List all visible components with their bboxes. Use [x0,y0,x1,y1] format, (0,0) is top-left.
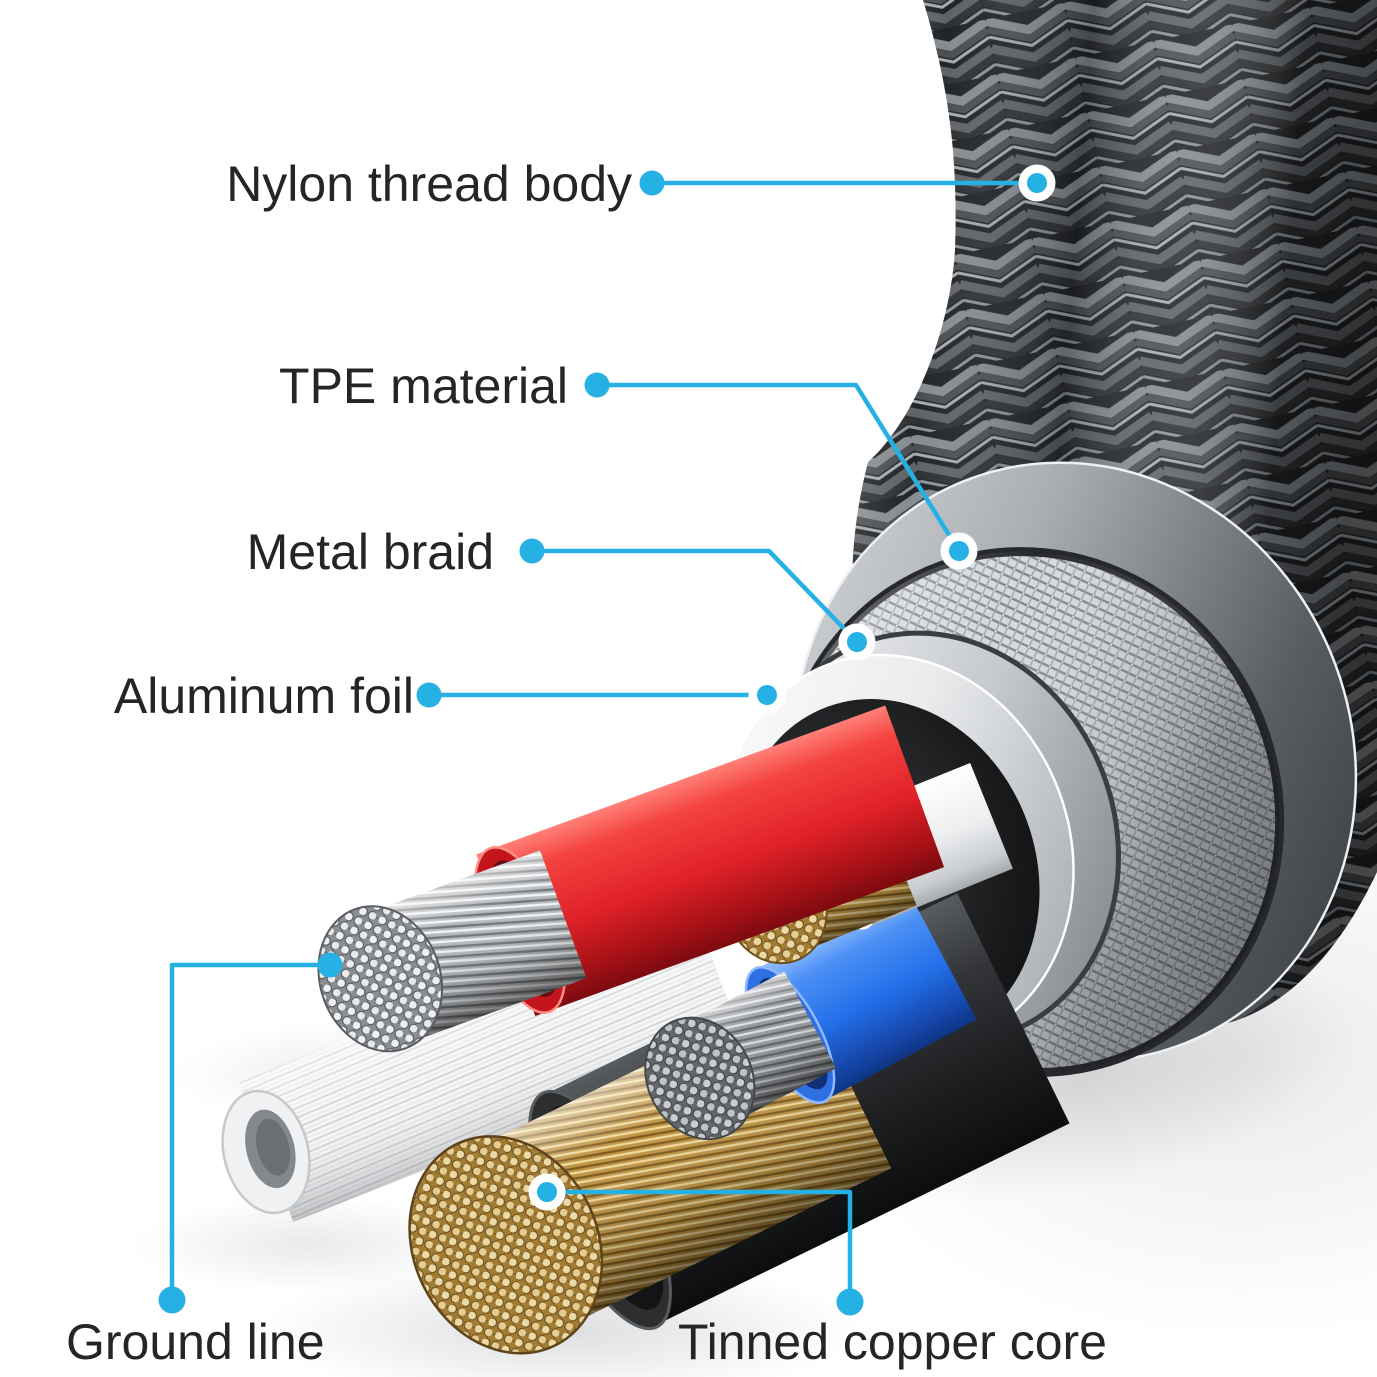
dot-metal-text [519,538,545,564]
dot-tpe-endpoint [940,532,978,570]
dot-foil-endpoint [748,676,786,714]
leader-tinned-copper-core [544,1189,853,1305]
dot-tinned-endpoint [528,1173,566,1211]
leader-metal-braid [529,548,860,645]
dot-nylon-text [639,170,665,196]
gray-stranded-core [644,971,837,1141]
dot-ground-pointer [317,952,343,978]
leader-dots [158,164,1056,1316]
dot-tinned-text [836,1288,864,1316]
label-tinned-copper-core: Tinned copper core [678,1314,1107,1370]
dot-tpe-text [584,372,610,398]
dot-ground-text [158,1286,186,1314]
label-metal-braid: Metal braid [246,524,494,580]
blue-insulated-wire [644,888,977,1141]
ground-stranded-core [317,850,587,1053]
ribbon-hollow-end [221,1089,311,1215]
dot-metal-endpoint [838,623,876,661]
label-ground-line: Ground line [66,1314,325,1370]
white-filler-ribbon [221,903,744,1222]
leader-tpe-material [594,382,962,554]
leader-ground-line [169,962,333,1303]
red-insulated-wire [317,705,945,1053]
label-nylon-thread-body: Nylon thread body [226,156,632,212]
dot-foil-text [416,682,442,708]
label-tpe-material: TPE material [279,358,568,414]
dot-nylon-endpoint [1018,164,1056,202]
label-aluminum-foil: Aluminum foil [113,668,414,724]
